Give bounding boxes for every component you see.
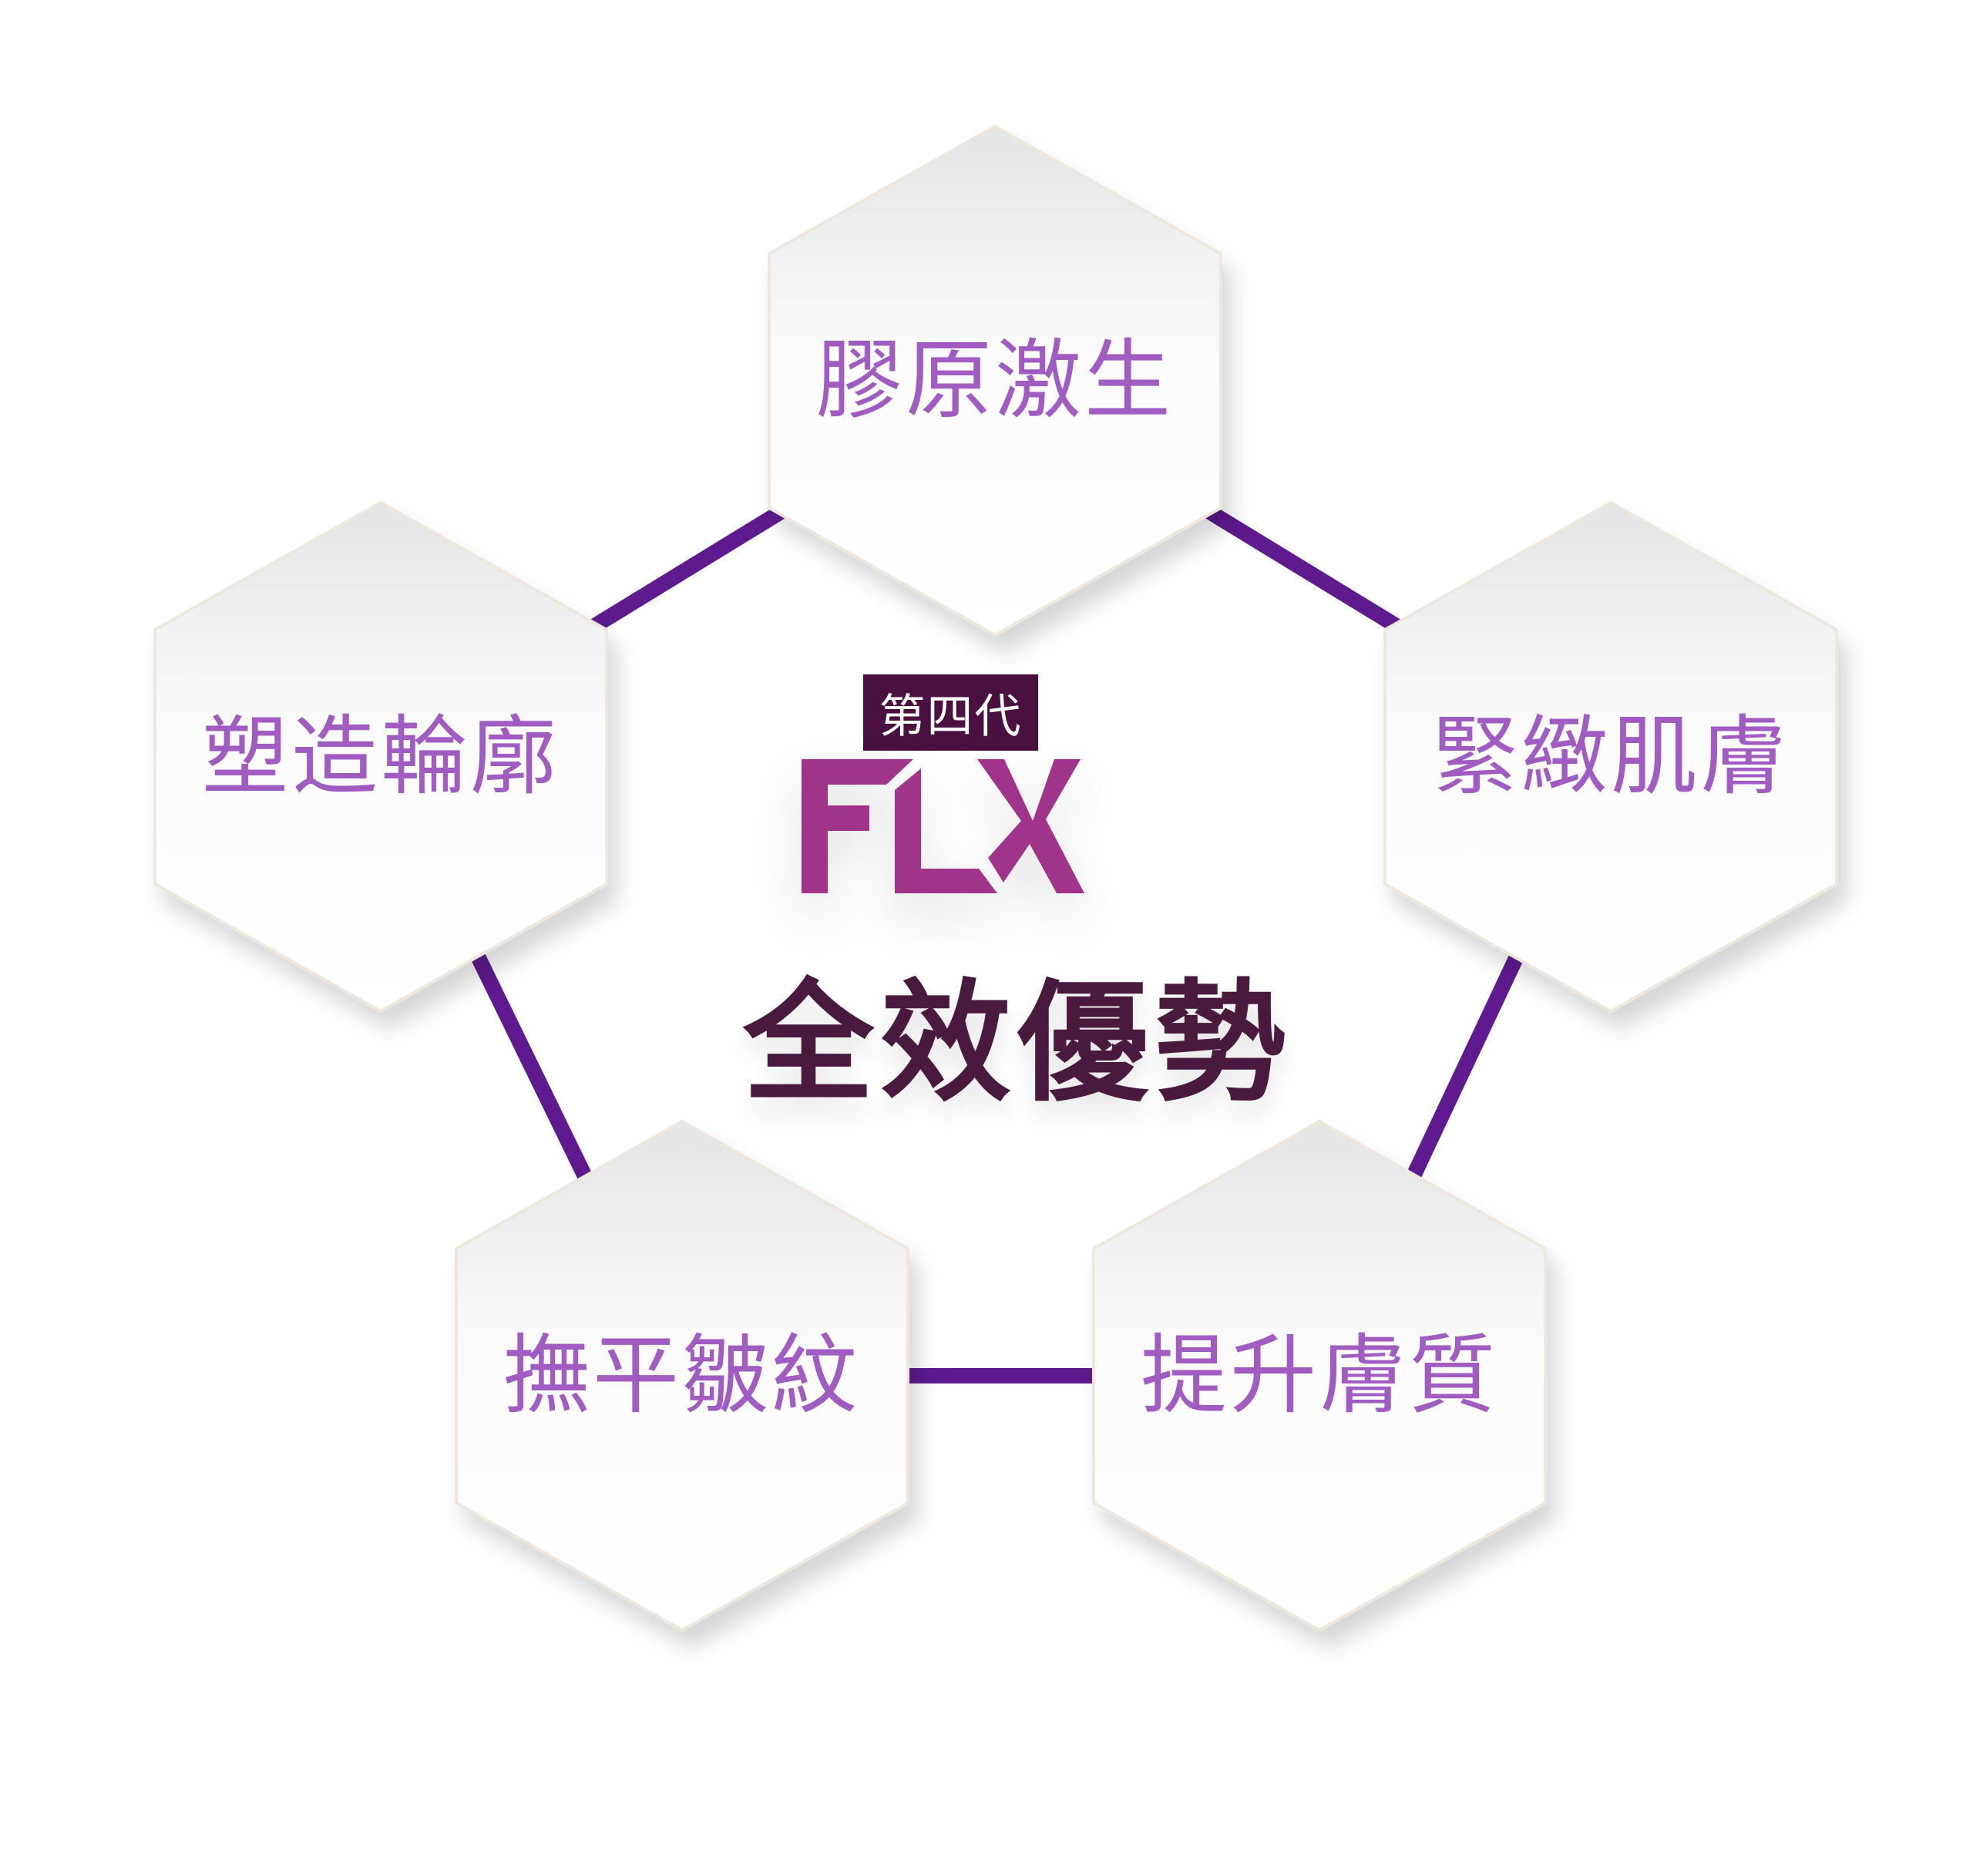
hexagon-label: 提升膚質 bbox=[1141, 1326, 1498, 1426]
hexagon-shape bbox=[1092, 1120, 1547, 1632]
hexagon-shape bbox=[153, 501, 608, 1013]
hexagon-label: 緊緻肌膚 bbox=[1432, 707, 1790, 807]
hexagon-label: 膠原激生 bbox=[816, 331, 1174, 431]
hex-firming: 緊緻肌膚 bbox=[1383, 501, 1838, 1013]
hexagon-shape bbox=[768, 125, 1222, 637]
hex-skin-quality: 提升膚質 bbox=[1092, 1120, 1547, 1632]
hex-collagen: 膠原激生 bbox=[768, 125, 1222, 637]
hex-wrinkles: 撫平皺紋 bbox=[455, 1120, 909, 1632]
hexagon-label: 塑造輪廓 bbox=[202, 707, 560, 807]
hexagon-shape bbox=[455, 1120, 909, 1632]
generation-badge: 第四代 bbox=[863, 674, 1038, 751]
hex-contour: 塑造輪廓 bbox=[153, 501, 608, 1013]
hexagon-shape bbox=[1383, 501, 1838, 1013]
center-title: 全效優勢 bbox=[742, 967, 1292, 1120]
hexagon-label: 撫平皺紋 bbox=[503, 1326, 861, 1426]
flx-logo bbox=[802, 759, 1084, 893]
